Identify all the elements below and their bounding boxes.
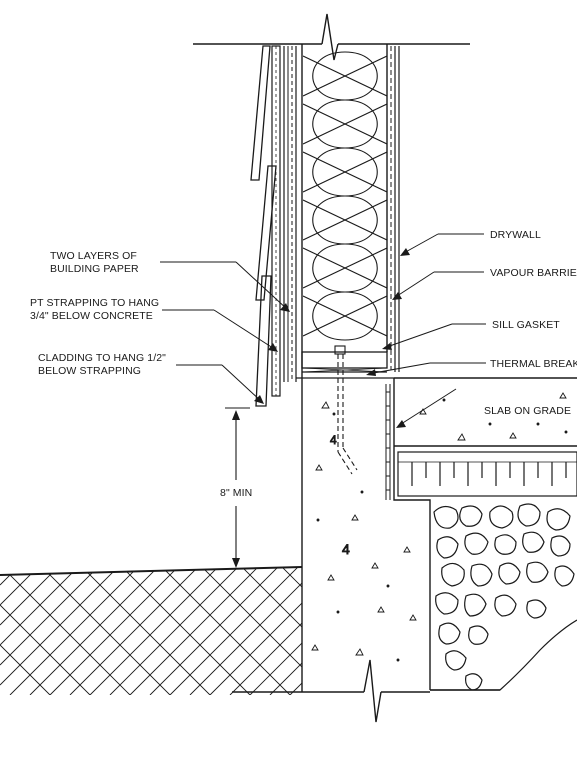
min-dimension-marker: 8" MIN [220, 407, 252, 568]
gravel-boundary [430, 619, 577, 691]
label-thermal-break: THERMAL BREAK [490, 358, 577, 370]
anchor-bolt [334, 345, 358, 475]
exterior-grade [0, 566, 303, 695]
label-vapour-barrier: VAPOUR BARRIER [490, 267, 577, 279]
label-slab-on-grade: SLAB ON GRADE [484, 405, 571, 417]
label-cladding-line2: BELOW STRAPPING [38, 365, 141, 377]
label-two-layers-line2: BUILDING PAPER [50, 263, 139, 275]
thermal-break-board [385, 384, 391, 500]
building-paper-layers [283, 46, 297, 382]
label-two-layers-line1: TWO LAYERS OF [50, 250, 137, 262]
label-sill-gasket: SILL GASKET [492, 319, 560, 331]
batt-insulation [303, 51, 387, 341]
label-pt-strapping-line1: PT STRAPPING TO HANG [30, 297, 159, 309]
svg-text:4: 4 [330, 433, 337, 447]
label-pt-strapping-line2: 3/4" BELOW CONCRETE [30, 310, 153, 322]
label-cladding-line1: CLADDING TO HANG 1/2" [38, 352, 166, 364]
cladding-boards [250, 45, 277, 407]
slab [394, 377, 577, 447]
leader-lines [160, 233, 486, 428]
gravel-fill [433, 503, 575, 690]
label-drywall: DRYWALL [490, 229, 541, 241]
bottom-plate [296, 351, 394, 379]
foundation-wall [301, 378, 431, 692]
left-labels: TWO LAYERS OF BUILDING PAPER PT STRAPPIN… [30, 250, 166, 377]
top-break-line [193, 13, 470, 61]
svg-text:4: 4 [342, 541, 350, 557]
pt-strapping [271, 45, 281, 397]
right-labels: DRYWALL VAPOUR BARRIER SILL GASKET THERM… [484, 229, 577, 417]
min-dimension-label: 8" MIN [220, 487, 252, 499]
under-slab-insulation [397, 451, 577, 497]
bottom-break-line [302, 659, 500, 723]
stud-wall [301, 44, 400, 382]
concrete-aggregate: 4 4 [311, 392, 568, 662]
